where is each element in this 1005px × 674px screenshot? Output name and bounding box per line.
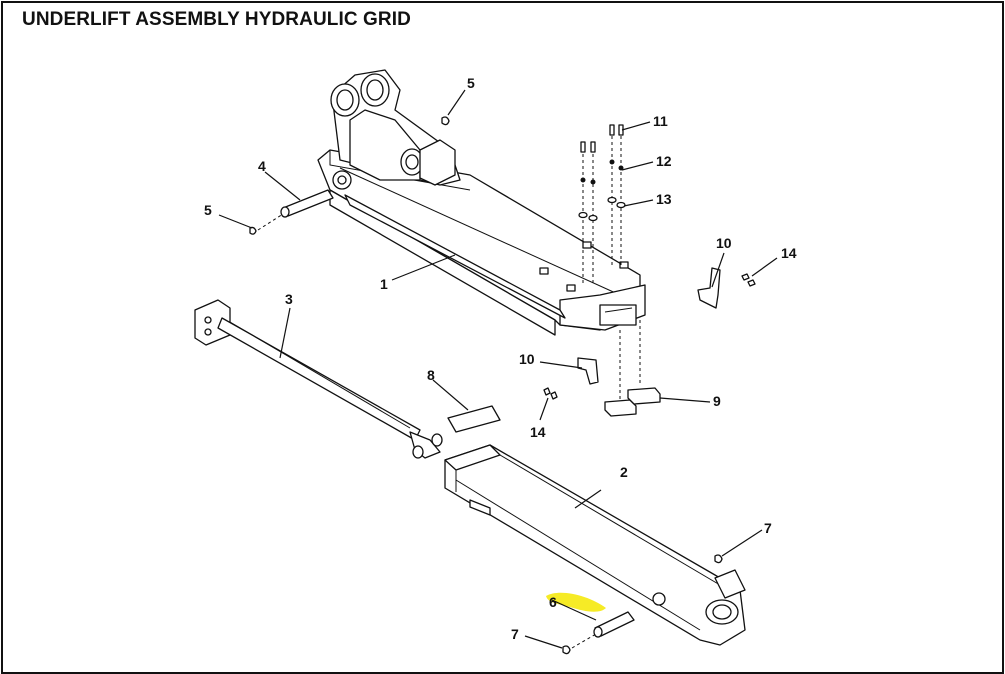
callout-6: 6: [549, 594, 557, 610]
callout-12: 12: [656, 153, 672, 169]
leader-lines: [218, 89, 778, 649]
callout-13: 13: [656, 191, 672, 207]
part-7-clip-lower: [562, 645, 571, 655]
part-8-pad: [447, 405, 501, 433]
callout-3: 3: [285, 291, 293, 307]
callout-10-upper: 10: [716, 235, 732, 251]
part-7-guide-lower: [571, 633, 597, 649]
part-10-bracket-upper: [697, 267, 721, 309]
callout-5-top: 5: [467, 75, 475, 91]
part-1-frame: [317, 69, 646, 336]
part-14-screws-upper: [741, 273, 756, 287]
part-7-clip-upper: [714, 554, 723, 564]
part-10-bracket-lower: [577, 357, 599, 385]
fastener-stack: [578, 124, 626, 285]
callout-1: 1: [380, 276, 388, 292]
part-6-highlight: [546, 592, 606, 612]
diagram-title: UNDERLIFT ASSEMBLY HYDRAULIC GRID: [22, 9, 411, 30]
callout-14-upper: 14: [781, 245, 797, 261]
callout-14-lower: 14: [530, 424, 546, 440]
callout-11: 11: [653, 113, 668, 129]
part-9-pad-right: [627, 387, 661, 405]
part-6-pin-end: [593, 626, 603, 638]
callout-5-left: 5: [204, 202, 212, 218]
part-5-clip-top: [441, 116, 450, 126]
callout-4: 4: [258, 158, 266, 174]
callout-7-upper: 7: [764, 520, 772, 536]
part-9-pad-left: [604, 399, 637, 417]
part-2-boom: [444, 444, 746, 646]
part-3-cylinder: [194, 299, 443, 459]
callout-2: 2: [620, 464, 628, 480]
callout-9: 9: [713, 393, 721, 409]
callout-7-lower: 7: [511, 626, 519, 642]
callout-10-lower: 10: [519, 351, 535, 367]
callout-8: 8: [427, 367, 435, 383]
part-9-guide: [619, 320, 641, 400]
part-4-pin: [249, 189, 334, 235]
part-14-screws-lower: [543, 387, 558, 400]
